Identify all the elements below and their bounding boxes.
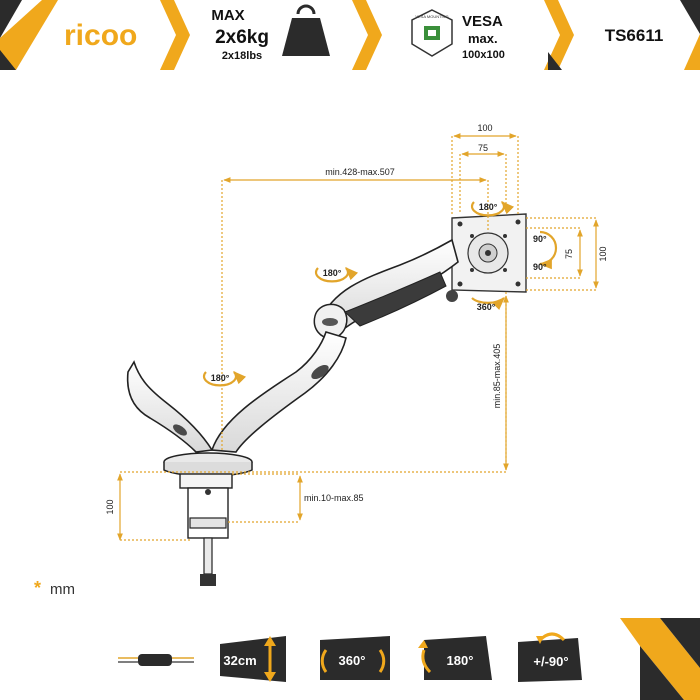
elbow-rotation-label: 180° [323, 268, 342, 278]
second-arm [126, 360, 214, 453]
badge-height: 32cm [220, 636, 286, 682]
vesa-label: VESA [462, 13, 503, 30]
lower-arm [210, 331, 347, 453]
header-chevron-left-dark [0, 0, 22, 38]
tilt-down-label: 90° [533, 262, 547, 272]
upper-arm [318, 238, 459, 333]
dim-right-inner: 75 [564, 249, 574, 259]
header-band: ricoo MAX 2x6kg 2x18lbs VESA MOUNTING VE… [0, 0, 700, 70]
badge-rotation-label: 360° [339, 653, 366, 668]
header-divider-1 [160, 0, 190, 70]
vesa-badge-text: VESA MOUNTING [415, 14, 448, 19]
dim-clamp-height: 100 [105, 499, 115, 514]
brand-logo: ricoo [64, 19, 137, 52]
header-divider-2 [352, 0, 382, 70]
elbow-joint [313, 303, 348, 339]
max-load: 2x6kg [215, 27, 269, 48]
dim-top-inner: 75 [478, 143, 488, 153]
dimension-lines [117, 133, 599, 541]
unit-label: mm [50, 581, 75, 598]
footer-band: 32cm 360° 180° [0, 618, 700, 700]
base-rotation-label: 180° [211, 373, 230, 383]
cable-sleeve-icon [118, 654, 194, 666]
rotation-arrows [202, 201, 558, 387]
dim-reach: min.428-max.507 [325, 167, 395, 177]
dim-top-outer: 100 [477, 123, 492, 133]
clamp-base [163, 452, 253, 586]
footer-chevron-accent [620, 618, 700, 700]
max-label: MAX [211, 7, 244, 24]
badge-height-label: 32cm [223, 653, 256, 668]
height-arrow-icon [264, 636, 276, 682]
plate-swivel-label: 360° [477, 302, 496, 312]
vesa-shield-icon: VESA MOUNTING [411, 9, 453, 57]
badge-rotation: 360° [320, 636, 390, 680]
header-divider-3 [544, 0, 574, 70]
pivot-arrow-icon [536, 632, 566, 644]
badge-pivot-label: +/-90° [533, 654, 568, 669]
vesa-size: 100x100 [462, 49, 505, 61]
header-chevron-left-accent [0, 0, 58, 70]
dim-height-range: min.85-max.405 [492, 344, 502, 409]
unit-star: * [34, 578, 41, 598]
rotate-circle-icon [320, 649, 386, 673]
vesa-max: max. [468, 31, 498, 46]
badge-pivot: +/-90° [518, 632, 582, 682]
tilt-up-label: 90° [533, 234, 547, 244]
model-number: TS6611 [605, 26, 664, 45]
dim-desk-thickness: min.10-max.85 [304, 493, 364, 503]
badge-tilt-label: 180° [447, 653, 474, 668]
badge-tilt: 180° [418, 636, 492, 680]
vesa-plate [451, 213, 527, 293]
logo-text: ricoo [64, 19, 137, 52]
weight-icon [282, 4, 330, 56]
dim-right-outer: 100 [598, 246, 608, 261]
plate-rotation-label: 180° [479, 202, 498, 212]
tilt-arrow-icon [418, 640, 432, 674]
max-load-lbs: 2x18lbs [222, 50, 262, 62]
arm-diagram: 100 75 min.428-max.507 100 75 90° 90° 18… [105, 123, 608, 586]
